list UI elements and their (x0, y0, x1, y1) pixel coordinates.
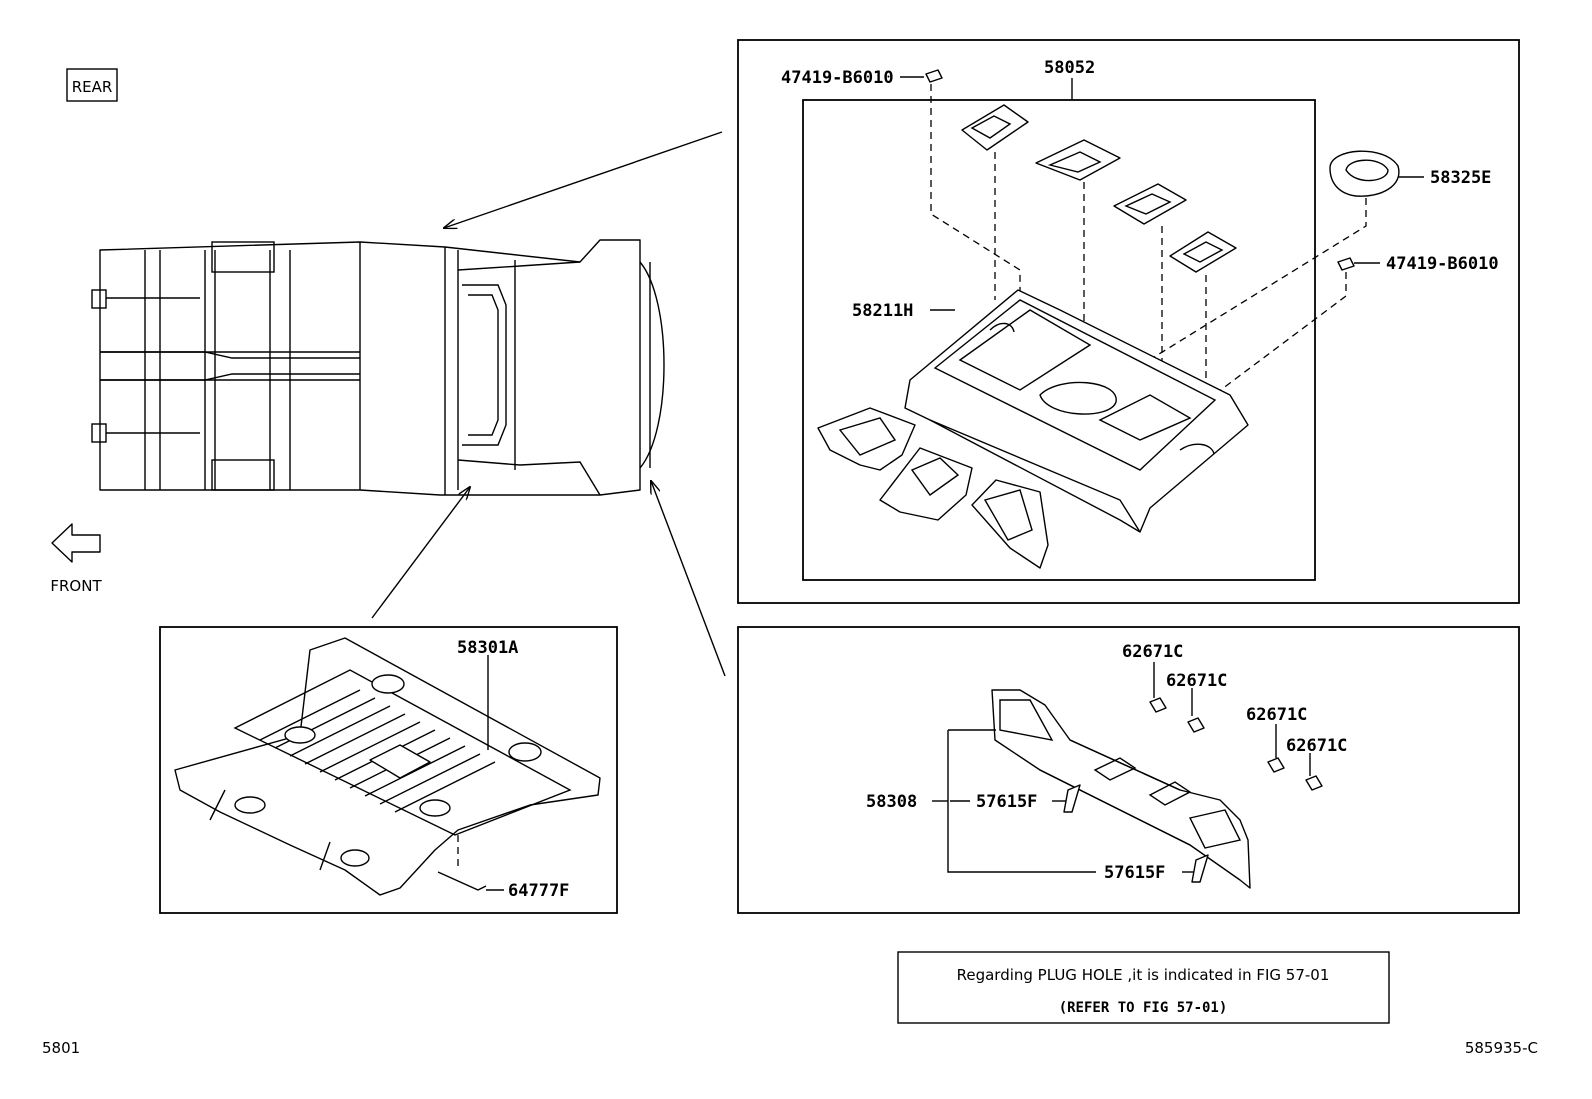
part-label-58211h[interactable]: 58211H (852, 301, 913, 321)
plug-hole-note: Regarding PLUG HOLE ,it is indicated in … (897, 951, 1390, 1024)
center-floor-pan-frame (159, 626, 618, 914)
part-label-47419-b6010-right[interactable]: 47419-B6010 (1386, 254, 1499, 274)
part-label-58308[interactable]: 58308 (866, 792, 917, 812)
crossmember-frame (737, 626, 1520, 914)
part-label-62671c-1[interactable]: 62671C (1122, 642, 1183, 662)
part-label-57615f-2[interactable]: 57615F (1104, 863, 1165, 883)
figure-id: 585935-C (1465, 1039, 1538, 1057)
part-label-47419-b6010-top[interactable]: 47419-B6010 (781, 68, 894, 88)
leader-arrows (371, 131, 726, 677)
vehicle-underbody-overview (91, 239, 665, 496)
part-label-58052[interactable]: 58052 (1044, 58, 1095, 78)
part-label-58325e[interactable]: 58325E (1430, 168, 1491, 188)
svg-text:REAR: REAR (72, 78, 113, 96)
part-label-62671c-4[interactable]: 62671C (1286, 736, 1347, 756)
part-label-58301a[interactable]: 58301A (457, 638, 518, 658)
part-label-57615f-1[interactable]: 57615F (976, 792, 1037, 812)
part-label-62671c-2[interactable]: 62671C (1166, 671, 1227, 691)
svg-text:FRONT: FRONT (50, 577, 102, 595)
rear-floor-pan-group: 47419-B6010 58052 58325E 47419-B6010 582… (737, 39, 1520, 604)
part-label-64777f[interactable]: 64777F (508, 881, 569, 901)
page-code: 5801 (42, 1039, 80, 1057)
svg-text:Regarding PLUG HOLE ,it is ind: Regarding PLUG HOLE ,it is indicated in … (957, 966, 1330, 984)
center-floor-pan-group: 58301A 64777F (159, 626, 618, 914)
pan-assy-inner-frame (802, 99, 1316, 581)
rear-marker: REAR (66, 68, 118, 102)
rear-floor-pan-frame (737, 39, 1520, 604)
part-label-62671c-3[interactable]: 62671C (1246, 705, 1307, 725)
crossmember-group: 62671C 62671C 62671C 62671C 58308 57615F… (737, 626, 1520, 914)
front-arrow-icon: FRONT (50, 523, 102, 595)
svg-text:(REFER TO FIG 57-01): (REFER TO FIG 57-01) (1059, 1000, 1228, 1016)
